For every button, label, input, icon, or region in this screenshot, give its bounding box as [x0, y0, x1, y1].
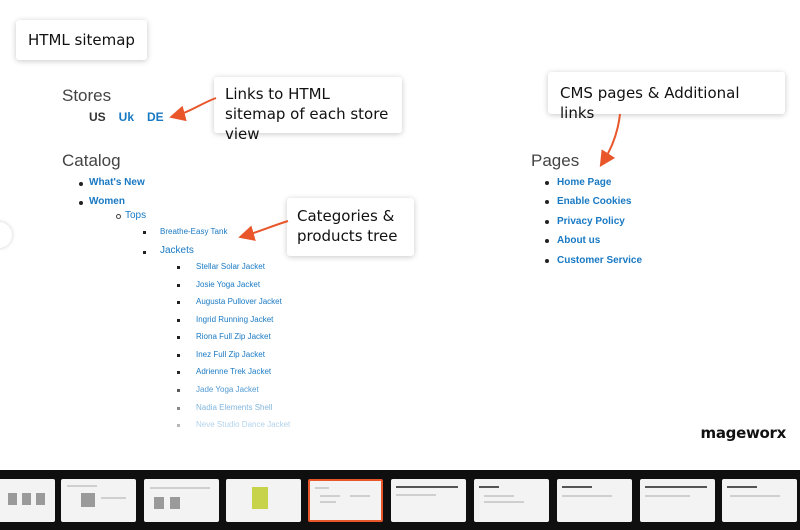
bullet-icon: [545, 181, 549, 185]
product-breathe-easy-tank[interactable]: Breathe-Easy Tank: [160, 227, 228, 236]
store-link-us: US: [89, 110, 106, 124]
bullet-square-icon: [177, 301, 180, 304]
slide-area: HTML sitemap Stores US Uk DE Catalog Wha…: [0, 20, 800, 470]
page-link-customer-service[interactable]: Customer Service: [557, 255, 643, 266]
slide-thumbnail-active[interactable]: [308, 479, 383, 522]
bullet-icon: [79, 182, 83, 186]
bullet-icon: [545, 220, 549, 224]
page-link-home[interactable]: Home Page: [557, 177, 612, 188]
bullet-square-icon: [177, 319, 180, 322]
arrow-categories: [238, 220, 289, 241]
slide-thumbnail[interactable]: [391, 479, 466, 522]
catalog-heading: Catalog: [62, 151, 121, 170]
product-link[interactable]: Neve Studio Dance Jacket: [196, 420, 291, 429]
bullet-square-icon: [177, 389, 180, 392]
bullet-square-icon: [177, 336, 180, 339]
bullet-icon: [79, 201, 83, 205]
category-women[interactable]: Women: [89, 196, 125, 207]
bullet-circle-icon: [116, 214, 121, 219]
page-link-privacy-policy[interactable]: Privacy Policy: [557, 216, 625, 227]
callout-cms: CMS pages & Additional links: [548, 72, 785, 122]
store-link-de[interactable]: DE: [147, 110, 164, 124]
product-link[interactable]: Nadia Elements Shell: [196, 403, 273, 412]
arrow-stores: [169, 97, 217, 122]
store-link-uk[interactable]: Uk: [118, 110, 135, 124]
product-link[interactable]: Augusta Pullover Jacket: [196, 297, 282, 306]
slide-handle[interactable]: [0, 222, 12, 248]
slide-thumbnail[interactable]: [61, 479, 136, 522]
product-link[interactable]: Jade Yoga Jacket: [196, 385, 259, 394]
category-tops[interactable]: Tops: [125, 210, 147, 221]
callout-categories: Categories & products tree: [287, 198, 414, 256]
bullet-icon: [545, 259, 549, 263]
product-link[interactable]: Stellar Solar Jacket: [196, 262, 265, 271]
slide-thumbnail[interactable]: [474, 479, 549, 522]
store-switcher-list: US Uk DE: [89, 110, 177, 124]
bullet-square-icon: [177, 284, 180, 287]
category-jackets[interactable]: Jackets: [160, 245, 194, 256]
pages-heading: Pages: [531, 151, 580, 170]
slide-thumbnail[interactable]: [722, 479, 797, 522]
product-link[interactable]: Josie Yoga Jacket: [196, 280, 261, 289]
page-link-about-us[interactable]: About us: [557, 235, 601, 246]
bullet-square-icon: [143, 251, 146, 254]
product-link[interactable]: Riona Full Zip Jacket: [196, 332, 271, 341]
bullet-square-icon: [177, 407, 180, 410]
slide-thumbnail[interactable]: [0, 479, 55, 522]
bullet-square-icon: [143, 231, 146, 234]
thumbnail-strip: [0, 470, 800, 530]
bullet-square-icon: [177, 371, 180, 374]
bullet-icon: [545, 200, 549, 204]
product-link[interactable]: Ingrid Running Jacket: [196, 315, 274, 324]
slide-title: HTML sitemap: [16, 20, 147, 60]
mageworx-logo: mageworx: [700, 424, 787, 442]
slide-thumbnail[interactable]: [226, 479, 301, 522]
fade-overlay: [0, 370, 800, 470]
bullet-square-icon: [177, 354, 180, 357]
bullet-square-icon: [177, 266, 180, 269]
arrow-cms: [599, 113, 621, 168]
slide-thumbnail[interactable]: [144, 479, 219, 522]
slide-thumbnail[interactable]: [640, 479, 715, 522]
category-whats-new[interactable]: What's New: [89, 177, 145, 188]
product-link[interactable]: Adrienne Trek Jacket: [196, 367, 272, 376]
slide-thumbnail[interactable]: [557, 479, 632, 522]
bullet-icon: [545, 239, 549, 243]
stores-heading: Stores: [62, 86, 112, 105]
bullet-square-icon: [177, 424, 180, 427]
callout-stores: Links to HTML sitemap of each store view: [214, 77, 402, 143]
page-link-enable-cookies[interactable]: Enable Cookies: [557, 196, 632, 207]
product-link[interactable]: Inez Full Zip Jacket: [196, 350, 265, 359]
